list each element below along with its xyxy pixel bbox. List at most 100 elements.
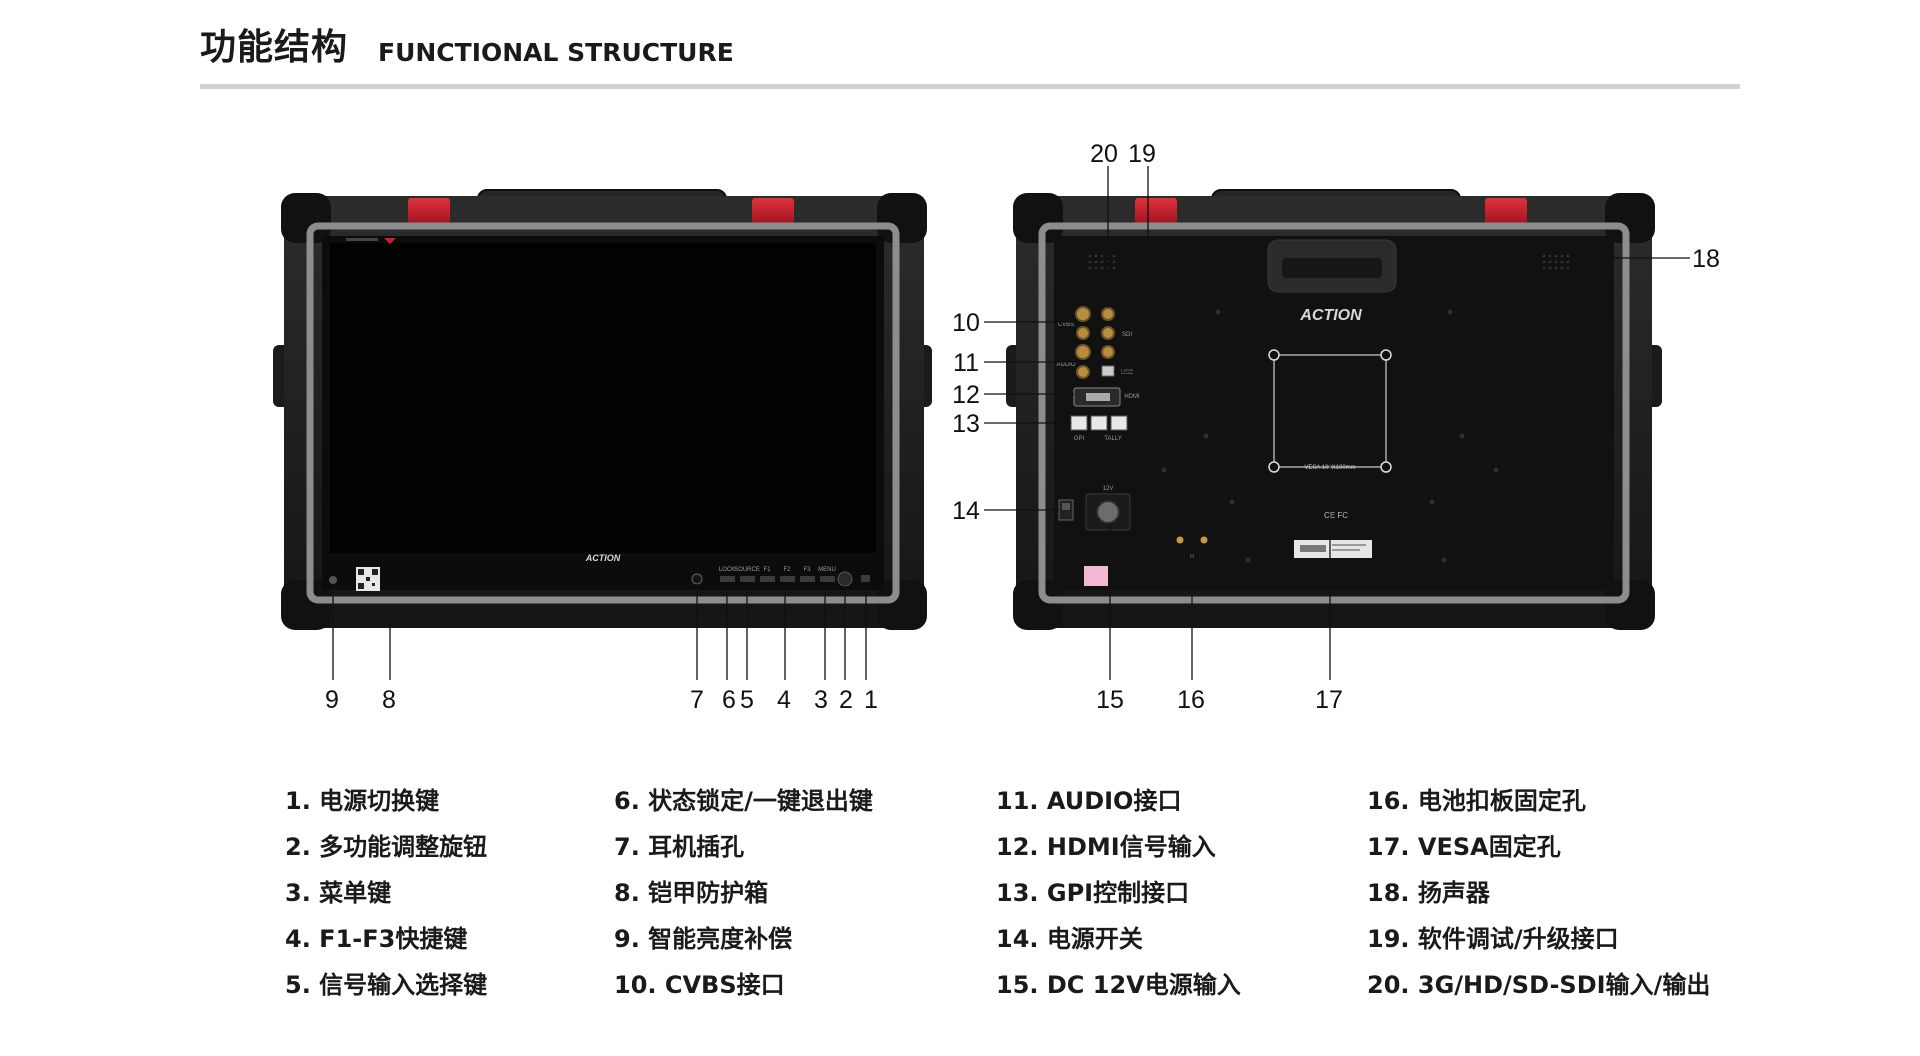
sdi-port-1[interactable] [1101, 307, 1115, 321]
callout-17: 17 [1315, 686, 1343, 714]
legend-item: 6. 状态锁定/一键退出键 [614, 787, 873, 815]
menu-button[interactable] [820, 576, 835, 582]
rear-latch-left [1135, 198, 1177, 224]
front-callouts: 9 8 7 6 5 4 3 2 1 [325, 686, 878, 714]
legend-column-2: 6. 状态锁定/一键退出键 7. 耳机插孔 8. 铠甲防护箱 9. 智能亮度补偿… [614, 778, 873, 1008]
rear-monitor: ACTION VESA 100X100mm CE FC [1006, 189, 1662, 630]
legend-item: 16. 电池扣板固定孔 [1367, 787, 1586, 815]
sdi-port-3[interactable] [1101, 345, 1115, 359]
legend-item: 11. AUDIO接口 [996, 787, 1182, 815]
callout-16: 16 [1177, 686, 1205, 714]
rear-gasket [1038, 222, 1630, 604]
callout-3: 3 [814, 686, 828, 714]
callout-8: 8 [382, 686, 396, 714]
page-title-en: FUNCTIONAL STRUCTURE [378, 38, 734, 67]
connector-panel: CVBS AUDIO SDI USB HDMI GPI TALLY 12V [1056, 306, 1140, 586]
port-label-sdi: SDI [1122, 332, 1132, 338]
vesa-hole-tr [1380, 349, 1392, 361]
legend-column-1: 1. 电源切换键 2. 多功能调整旋钮 3. 菜单键 4. F1-F3快捷键 5… [285, 778, 487, 1008]
gpi-port-2[interactable] [1090, 415, 1108, 431]
vesa-hole-br [1380, 461, 1392, 473]
gpi-port-3[interactable] [1110, 415, 1128, 431]
pink-sticker [1084, 566, 1108, 586]
legend-item: 18. 扬声器 [1367, 879, 1490, 907]
button-label-lock: LOCK [719, 567, 735, 573]
audio-port[interactable] [1075, 344, 1091, 360]
f1-button[interactable] [760, 576, 775, 582]
legend-item: 19. 软件调试/升级接口 [1367, 925, 1619, 953]
header-rule [200, 84, 1740, 89]
legend-column-3: 11. AUDIO接口 12. HDMI信号输入 13. GPI控制接口 14.… [996, 778, 1241, 1008]
legend-item: 17. VESA固定孔 [1367, 833, 1561, 861]
rear-brand-logo: ACTION [1299, 307, 1362, 324]
front-leader-lines [332, 582, 867, 680]
bnc-port-4[interactable] [1076, 365, 1090, 379]
rear-screw-holes [1161, 309, 1499, 563]
legend-item: 8. 铠甲防护箱 [614, 879, 769, 907]
front-button-row: LOCK SOURCE F1 F2 F3 MENU [719, 567, 836, 582]
callout-7: 7 [690, 686, 704, 714]
button-label-f3: F3 [803, 567, 811, 573]
front-brand-logo: ACTION [585, 553, 621, 563]
port-label-12v: 12V [1103, 486, 1114, 492]
dc12v-input[interactable] [1096, 500, 1120, 524]
product-diagram: ACTION LOCK SOURCE F1 F2 F3 MENU [273, 140, 1720, 714]
callout-1: 1 [864, 686, 878, 714]
button-label-source: SOURCE [734, 567, 760, 573]
front-screen [330, 243, 876, 553]
legend-item: 1. 电源切换键 [285, 787, 440, 815]
legend-item: 4. F1-F3快捷键 [285, 925, 468, 953]
callout-2: 2 [839, 686, 853, 714]
legend-item: 13. GPI控制接口 [996, 879, 1190, 907]
legend-column-4: 16. 电池扣板固定孔 17. VESA固定孔 18. 扬声器 19. 软件调试… [1367, 778, 1710, 1008]
callout-15: 15 [1096, 686, 1124, 714]
lock-button[interactable] [720, 576, 735, 582]
multifunction-knob[interactable] [837, 571, 853, 587]
page-header: 功能结构 FUNCTIONAL STRUCTURE [200, 24, 1740, 90]
callout-19: 19 [1128, 140, 1156, 168]
vesa-hole-tl [1268, 349, 1280, 361]
legend-item: 10. CVBS接口 [614, 971, 785, 999]
legend-item: 14. 电源开关 [996, 925, 1143, 953]
f3-button[interactable] [800, 576, 815, 582]
rear-callouts: 20 19 18 10 11 12 13 14 15 16 17 [952, 140, 1720, 714]
port-label-hdmi: HDMI [1124, 394, 1140, 400]
front-gasket [306, 222, 900, 604]
power-toggle-button[interactable] [861, 575, 870, 582]
legend-item: 5. 信号输入选择键 [285, 971, 488, 999]
legend-item: 9. 智能亮度补偿 [614, 925, 793, 953]
port-label-tally: TALLY [1104, 436, 1121, 442]
vesa-hole-bl [1268, 461, 1280, 473]
callout-9: 9 [325, 686, 339, 714]
callout-20: 20 [1090, 140, 1118, 168]
callout-18: 18 [1692, 245, 1720, 273]
speaker-grill-right [1542, 254, 1570, 270]
button-label-f1: F1 [763, 567, 771, 573]
sdi-port-2[interactable] [1101, 326, 1115, 340]
callout-13: 13 [952, 410, 980, 438]
button-label-f2: F2 [783, 567, 791, 573]
gpi-port-1[interactable] [1070, 415, 1088, 431]
feature-legend: 1. 电源切换键 2. 多功能调整旋钮 3. 菜单键 4. F1-F3快捷键 5… [285, 778, 1785, 1018]
legend-item: 3. 菜单键 [285, 879, 392, 907]
bnc-port-3[interactable] [1076, 326, 1090, 340]
legend-item: 7. 耳机插孔 [614, 833, 745, 861]
cvbs-port[interactable] [1075, 306, 1091, 322]
headphone-jack[interactable] [691, 573, 703, 585]
rear-leader-lines [984, 166, 1690, 680]
page-title-cn: 功能结构 [200, 27, 349, 68]
port-label-cvbs: CVBS [1058, 322, 1074, 328]
rear-latch-right [1485, 198, 1527, 224]
usb-port[interactable] [1101, 365, 1115, 377]
callout-4: 4 [777, 686, 791, 714]
f2-button[interactable] [780, 576, 795, 582]
legend-item: 12. HDMI信号输入 [996, 833, 1216, 861]
callout-10: 10 [952, 309, 980, 337]
source-button[interactable] [740, 576, 755, 582]
battery-hole-right [1200, 536, 1208, 544]
port-label-usb: USB [1121, 370, 1133, 376]
qr-code [356, 567, 380, 591]
legend-item: 15. DC 12V电源输入 [996, 971, 1241, 999]
legend-item: 2. 多功能调整旋钮 [285, 833, 488, 861]
legend-item: 20. 3G/HD/SD-SDI输入/输出 [1367, 971, 1711, 999]
